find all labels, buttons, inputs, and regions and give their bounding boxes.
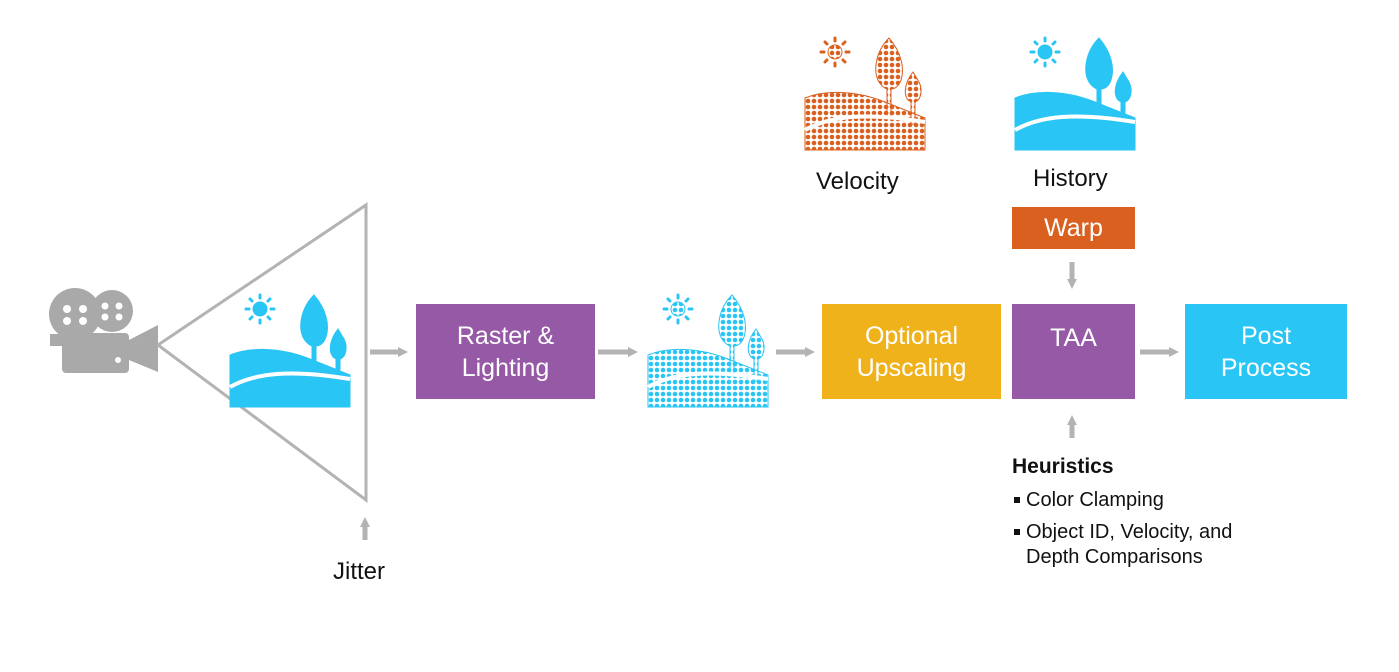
heuristics-list: Color Clamping Object ID, Velocity, and … [1012,488,1296,577]
list-item: Object ID, Velocity, and Depth Compariso… [1012,520,1296,570]
optional-upscaling-box: Optional Upscaling [822,304,1001,399]
post-process-label: Post Process [1220,321,1312,382]
heuristics-title: Heuristics [1012,455,1114,478]
taa-box: TAA [1012,304,1135,399]
list-item: Color Clamping [1012,488,1296,513]
bullet-icon [1014,529,1020,535]
velocity-label: Velocity [816,168,899,195]
bullet-icon [1014,497,1020,503]
post-process-box: Post Process [1185,304,1347,399]
warp-box: Warp [1012,207,1135,249]
velocity-scene-icon [803,36,927,152]
camera-frustum [155,202,368,503]
raster-lighting-label: Raster & Lighting [456,321,555,382]
movie-camera-icon [49,288,158,373]
rendered-scene-icon [228,293,352,409]
heuristic-item-label: Object ID, Velocity, and Depth Compariso… [1026,521,1233,568]
taa-label: TAA [1050,324,1097,352]
heuristic-item-label: Color Clamping [1026,489,1164,511]
history-scene-icon [1013,36,1137,152]
jitter-label: Jitter [333,558,386,585]
warp-label: Warp [1044,214,1103,242]
history-label: History [1033,165,1108,192]
optional-upscaling-label: Optional Upscaling [856,321,967,382]
jittered-scene-icon [646,293,770,409]
raster-lighting-box: Raster & Lighting [416,304,595,399]
